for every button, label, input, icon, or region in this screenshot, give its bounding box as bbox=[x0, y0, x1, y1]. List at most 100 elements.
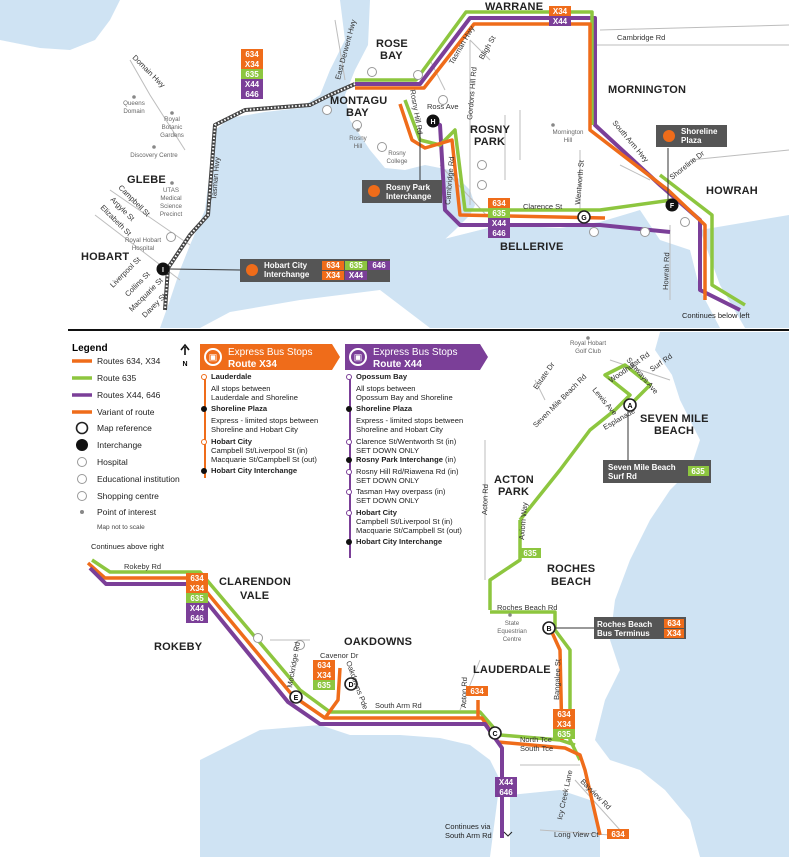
interchange-f[interactable]: F bbox=[665, 198, 679, 212]
callout-hobart-city-interchange[interactable]: Hobart City Interchange 634 635 646 X34 … bbox=[169, 259, 390, 282]
map-ref-d[interactable]: D bbox=[344, 677, 358, 691]
callout-shoreline-plaza-1: Shoreline bbox=[681, 127, 718, 136]
badge-634: 634 bbox=[245, 50, 259, 59]
badge-x34: X34 bbox=[326, 271, 341, 280]
route-badge-stack-bellerive: 634 635 X44 646 bbox=[488, 198, 510, 238]
badge-635: 635 bbox=[245, 70, 259, 79]
x44-stop-1-note-1: All stops between bbox=[356, 383, 416, 393]
suburb-rokeby: ROKEBY bbox=[154, 641, 203, 653]
badge-x44: X44 bbox=[245, 80, 260, 89]
poi-queens-domain-1: Queens bbox=[123, 100, 145, 107]
suburb-montagu-bay-1: MONTAGU bbox=[330, 95, 387, 107]
suburb-clarendon-vale-2: VALE bbox=[240, 590, 269, 602]
suburb-seven-mile-beach-1: SEVEN MILE bbox=[640, 413, 709, 425]
suburb-clarendon-vale-1: CLARENDON bbox=[219, 576, 291, 588]
badge-635: 635 bbox=[317, 681, 331, 690]
x34-stop-shoreline: Shoreline Plaza bbox=[201, 403, 346, 414]
x44-stop-4: Rosny Park Interchange bbox=[356, 454, 443, 464]
poi-utas-2: Medical bbox=[160, 195, 181, 202]
poi-discovery-centre: Discovery Centre bbox=[130, 152, 178, 159]
badge-635: 635 bbox=[190, 594, 204, 603]
road-mockridge-rd: Mockridge Rd bbox=[285, 641, 302, 688]
route-badge-stack-top-city: 634 X34 635 X44 646 bbox=[241, 49, 263, 99]
x44-stop-3-note: SET DOWN ONLY bbox=[356, 445, 420, 455]
map-ref-a-label: A bbox=[627, 403, 632, 410]
badge-x34: X34 bbox=[190, 584, 205, 593]
x34-stop-1: Lauderdale bbox=[211, 372, 252, 381]
badge-635: 635 bbox=[557, 730, 571, 739]
badge-646: 646 bbox=[190, 614, 204, 623]
poi-botanic-2: Botanic bbox=[162, 124, 183, 131]
badge-634: 634 bbox=[326, 261, 340, 270]
callout-seven-mile-1: Seven Mile Beach bbox=[608, 463, 676, 472]
badge-635: 635 bbox=[523, 549, 537, 558]
callout-roches-terminus[interactable]: Roches Beach Bus Terminus 634 X34 bbox=[555, 617, 686, 639]
north-label: N bbox=[182, 361, 187, 368]
x34-stop-2: Shoreline Plaza bbox=[211, 403, 268, 413]
suburb-oakdowns: OAKDOWNS bbox=[344, 636, 412, 648]
map-reference-icon bbox=[75, 421, 89, 435]
road-estate-dr: Estate Dr bbox=[531, 360, 557, 391]
poi-icons bbox=[166, 67, 690, 650]
map-ref-b[interactable]: B bbox=[542, 621, 556, 635]
suburb-rose-bay-2: BAY bbox=[380, 50, 403, 62]
interchange-i-label: I bbox=[162, 267, 164, 274]
badge-646: 646 bbox=[245, 90, 259, 99]
map-ref-a[interactable]: A bbox=[623, 398, 637, 412]
callout-rosny-park-1: Rosny Park bbox=[386, 183, 431, 192]
callout-seven-mile-surf[interactable]: Seven Mile Beach Surf Rd 635 bbox=[603, 411, 711, 483]
route-635-line-top bbox=[355, 10, 594, 125]
legend-label-map-ref: Map reference bbox=[97, 423, 152, 433]
legend: Legend Routes 634, X34 Route 635 Routes … bbox=[72, 343, 180, 531]
road-network bbox=[94, 19, 789, 836]
x44-stop-tasman: Tasman Hwy overpass (in) bbox=[346, 488, 496, 497]
map-ref-b-label: B bbox=[546, 626, 551, 633]
x44-stop-6: Tasman Hwy overpass (in) bbox=[356, 487, 446, 497]
shopping-centre-icon bbox=[77, 491, 87, 501]
badge-x44: X44 bbox=[349, 271, 364, 280]
route-badge-stack-oakdowns: 634 X34 635 bbox=[313, 660, 335, 690]
note-continues-above-right: Continues above right bbox=[91, 542, 165, 551]
suburb-mornington: MORNINGTON bbox=[608, 84, 686, 96]
stop-filled-icon bbox=[346, 456, 352, 463]
express-line-to-city bbox=[166, 82, 356, 270]
badge-634: 634 bbox=[667, 619, 681, 628]
callout-rosny-park-interchange[interactable]: Rosny Park Interchange bbox=[362, 128, 442, 203]
road-acton-rd-2: Acton Rd bbox=[459, 677, 469, 708]
x44-stop-opossum-bay: Opossum Bay bbox=[346, 372, 496, 382]
north-arrow: N bbox=[180, 343, 190, 368]
x34-header-title: Express Bus Stops bbox=[228, 347, 313, 358]
map-ref-e[interactable]: E bbox=[289, 690, 303, 704]
legend-label-variant: Variant of route bbox=[97, 407, 155, 417]
water-bottom bbox=[200, 332, 789, 857]
interchange-icon bbox=[76, 439, 88, 451]
map-ref-c[interactable]: C bbox=[488, 726, 502, 740]
callout-shoreline-plaza[interactable]: Shoreline Plaza bbox=[656, 125, 727, 200]
x44-stop-hobart-city: Hobart City bbox=[346, 508, 496, 518]
route-x44-646-line-top bbox=[355, 16, 741, 312]
x44-stop-7-note-2: Macquarie St/Campbell St (out) bbox=[356, 526, 462, 536]
poi-rhh-2: Hospital bbox=[132, 245, 154, 252]
badge-646: 646 bbox=[492, 229, 506, 238]
x34-header-route: Route X34 bbox=[228, 359, 277, 370]
road-bangalee-st: Bangalee St bbox=[552, 658, 562, 700]
interchange-i[interactable]: I bbox=[156, 262, 170, 276]
map-ref-g[interactable]: G bbox=[577, 210, 591, 224]
legend-label-x44-646: Routes X44, 646 bbox=[97, 390, 161, 400]
x44-stop-clarence: Clarence St/Wentworth St (in) bbox=[346, 436, 496, 447]
x44-stop-3: Clarence St/Wentworth St (in) bbox=[356, 436, 457, 446]
suburb-labels: WARRANE ROSE BAY MONTAGU BAY MORNINGTON … bbox=[81, 1, 758, 676]
badge-x34: X34 bbox=[557, 720, 572, 729]
badge-x44: X44 bbox=[499, 778, 514, 787]
road-clarence-st: Clarence St bbox=[523, 202, 563, 211]
legend-item-map-ref: Map reference bbox=[75, 421, 152, 435]
legend-item-interchange: Interchange bbox=[76, 439, 142, 451]
badge-x34: X34 bbox=[553, 7, 568, 16]
interchange-h[interactable]: H bbox=[426, 114, 440, 128]
legend-item-poi: Point of interest bbox=[80, 507, 157, 517]
x34-stop-hobart-city: Hobart City bbox=[201, 437, 346, 447]
x34-header-bg bbox=[200, 344, 340, 370]
legend-label-hospital: Hospital bbox=[97, 457, 128, 467]
suburb-montagu-bay-2: BAY bbox=[346, 107, 369, 119]
road-south-arm-rd: South Arm Rd bbox=[375, 701, 422, 710]
